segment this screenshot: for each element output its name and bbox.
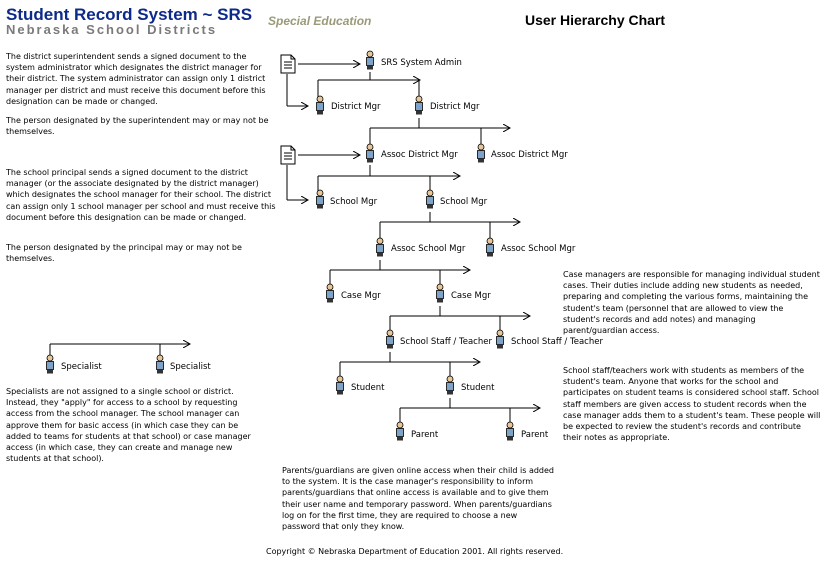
node-staff-teacher: School Staff / Teacher	[511, 337, 603, 347]
person-icon	[316, 189, 324, 209]
person-icon	[477, 143, 485, 163]
person-icon	[386, 329, 394, 349]
node-district-mgr: District Mgr	[430, 102, 480, 112]
node-specialist: Specialist	[61, 362, 102, 372]
note-case-managers: Case managers are responsible for managi…	[563, 270, 820, 336]
chart-title: User Hierarchy Chart	[525, 12, 666, 28]
node-assoc-district-mgr: Assoc District Mgr	[381, 150, 458, 160]
person-icon	[336, 375, 344, 395]
node-parent: Parent	[411, 430, 439, 440]
brand-tagline: Special Education	[268, 14, 372, 28]
node-case-mgr: Case Mgr	[341, 291, 381, 301]
node-parent: Parent	[521, 430, 549, 440]
person-icon	[396, 421, 404, 441]
document-icon	[280, 145, 296, 165]
node-district-mgr: District Mgr	[331, 102, 381, 112]
note-superintendent-designee: The person designated by the superintend…	[6, 116, 269, 137]
brand-subtitle: Nebraska School Districts	[6, 22, 218, 37]
person-icon	[415, 95, 423, 115]
person-icon	[446, 375, 454, 395]
person-icon	[326, 283, 334, 303]
node-case-mgr: Case Mgr	[451, 291, 491, 301]
node-student: Student	[461, 383, 495, 393]
person-icon	[366, 50, 374, 70]
person-icon	[316, 95, 324, 115]
note-principal-designee: The person designated by the principal m…	[6, 243, 242, 264]
person-icon	[376, 237, 384, 257]
note-principal: The school principal sends a signed docu…	[6, 168, 276, 222]
brand-title: Student Record System ~ SRS	[6, 5, 253, 24]
node-assoc-district-mgr: Assoc District Mgr	[491, 150, 568, 160]
person-icon	[486, 237, 494, 257]
node-staff-teacher: School Staff / Teacher	[400, 337, 492, 347]
person-icon	[156, 354, 164, 374]
node-school-mgr: School Mgr	[440, 197, 488, 207]
person-icon	[46, 354, 54, 374]
person-icon	[426, 189, 434, 209]
node-assoc-school-mgr: Assoc School Mgr	[391, 244, 466, 254]
person-icon	[506, 421, 514, 441]
note-superintendent: The district superintendent sends a sign…	[6, 52, 266, 106]
node-srs-admin: SRS System Admin	[381, 58, 462, 68]
note-staff: School staff/teachers work with students…	[563, 366, 821, 443]
person-icon	[366, 143, 374, 163]
document-icon	[280, 54, 296, 74]
node-specialist: Specialist	[170, 362, 211, 372]
copyright: Copyright © Nebraska Department of Educa…	[266, 547, 564, 556]
node-school-mgr: School Mgr	[330, 197, 378, 207]
node-student: Student	[351, 383, 385, 393]
note-parents: Parents/guardians are given online acces…	[282, 466, 555, 532]
person-icon	[436, 283, 444, 303]
note-specialists: Specialists are not assigned to a single…	[6, 387, 251, 464]
node-assoc-school-mgr: Assoc School Mgr	[501, 244, 576, 254]
person-icon	[496, 329, 504, 349]
